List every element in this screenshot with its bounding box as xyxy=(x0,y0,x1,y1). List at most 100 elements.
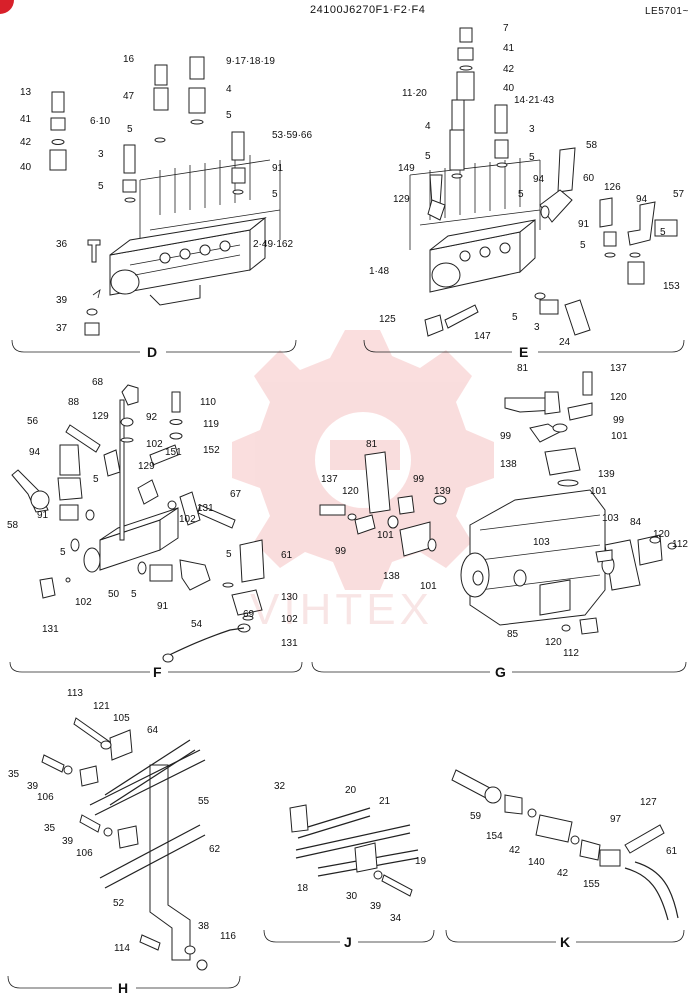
callout-e: 153 xyxy=(663,281,680,292)
callout-f: 54 xyxy=(191,619,203,630)
callout-d: 39 xyxy=(56,295,68,306)
callout-e: 4 xyxy=(425,121,431,132)
pump-assembly-g xyxy=(319,371,677,635)
serial-range-header: LE5701~ xyxy=(645,6,689,17)
callout-g: 120 xyxy=(610,392,627,403)
callout-f: 130 xyxy=(281,592,298,603)
callout-k: 155 xyxy=(583,879,600,890)
callout-h: 114 xyxy=(114,943,130,954)
callout-e: 5 xyxy=(660,227,666,238)
callout-h: 35 xyxy=(44,823,56,834)
callout-f: 56 xyxy=(27,416,39,427)
callout-e: 3 xyxy=(534,322,540,333)
callout-g: 101 xyxy=(420,581,437,592)
callout-h: 106 xyxy=(76,848,93,859)
callout-d: 36 xyxy=(56,239,68,250)
callout-e: 5 xyxy=(518,189,524,200)
callout-f: 88 xyxy=(68,397,80,408)
callout-f: 94 xyxy=(29,447,41,458)
callout-h: 113 xyxy=(67,688,83,699)
callout-e: 5 xyxy=(425,151,431,162)
callout-e: 58 xyxy=(586,140,598,151)
callout-d: 5 xyxy=(226,110,232,121)
callout-f: 68 xyxy=(92,377,104,388)
callout-f: 131 xyxy=(42,624,59,635)
callout-e: 57 xyxy=(673,189,685,200)
callout-k: 59 xyxy=(470,811,482,822)
part-number-header: 24100J6270F1·F2·F4 xyxy=(310,4,426,16)
callout-f: 5 xyxy=(93,474,99,485)
callout-d: 5 xyxy=(98,181,104,192)
valve-assembly-d xyxy=(49,56,281,336)
pipe-bracket-assembly-j xyxy=(289,804,419,897)
callout-e: 3 xyxy=(529,124,535,135)
callout-h: 38 xyxy=(198,921,210,932)
callout-e: 5 xyxy=(580,240,586,251)
callout-g: 137 xyxy=(610,363,627,374)
callout-d: 9·17·18·19 xyxy=(226,56,275,67)
callout-e: 94 xyxy=(636,194,648,205)
callout-d: 41 xyxy=(20,114,32,125)
callout-f: 92 xyxy=(146,412,158,423)
callout-e: 94 xyxy=(533,174,545,185)
callout-g: 103 xyxy=(602,513,619,524)
callout-g: 99 xyxy=(413,474,425,485)
callout-d: 2·49·162 xyxy=(253,239,294,250)
callout-j: 19 xyxy=(415,856,427,867)
valve-body-f xyxy=(11,384,265,663)
callout-e: 24 xyxy=(559,337,571,348)
callout-h: 106 xyxy=(37,792,54,803)
callout-e: 11·20 xyxy=(402,88,427,99)
callout-f: 69 xyxy=(243,609,255,620)
callout-d: 42 xyxy=(20,137,32,148)
section-label-g: G xyxy=(495,664,506,680)
section-label-e: E xyxy=(519,344,529,360)
callout-g: 120 xyxy=(545,637,562,648)
section-label-j: J xyxy=(344,934,352,950)
callout-g: 101 xyxy=(590,486,607,497)
callout-j: 30 xyxy=(346,891,358,902)
callout-f: 5 xyxy=(131,589,137,600)
callout-d: 37 xyxy=(56,323,68,334)
callout-d: 5 xyxy=(127,124,133,135)
callout-f: 129 xyxy=(92,411,109,422)
callout-d: 53·59·66 xyxy=(272,130,313,141)
callout-g: 101 xyxy=(377,530,394,541)
callout-g: 99 xyxy=(500,431,512,442)
callout-f: 129 xyxy=(138,461,155,472)
callout-h: 39 xyxy=(27,781,39,792)
callout-k: 140 xyxy=(528,857,545,868)
callout-j: 20 xyxy=(345,785,357,796)
callout-h: 39 xyxy=(62,836,74,847)
callout-k: 97 xyxy=(610,814,622,825)
section-label-k: K xyxy=(560,934,571,950)
callout-h: 116 xyxy=(220,931,236,942)
callout-g: 112 xyxy=(672,539,688,550)
callout-e: 40 xyxy=(503,83,515,94)
callout-e: 5 xyxy=(529,152,535,163)
callout-e: 126 xyxy=(604,182,621,193)
callout-g: 85 xyxy=(507,629,519,640)
callout-h: 105 xyxy=(113,713,130,724)
callout-d: 91 xyxy=(272,163,284,174)
callout-h: 62 xyxy=(209,844,221,855)
callout-f: 102 xyxy=(281,614,298,625)
callout-e: 147 xyxy=(474,331,491,342)
callout-f: 50 xyxy=(108,589,120,600)
section-label-f: F xyxy=(153,664,162,680)
callout-g: 137 xyxy=(321,474,338,485)
callout-k: 154 xyxy=(486,831,503,842)
callout-f: 58 xyxy=(7,520,19,531)
callout-d: 3 xyxy=(98,149,104,160)
callout-g: 139 xyxy=(434,486,451,497)
callout-g: 112 xyxy=(563,648,579,659)
callout-f: 91 xyxy=(37,510,49,521)
callout-h: 121 xyxy=(93,701,110,712)
section-label-d: D xyxy=(147,344,158,360)
callout-g: 139 xyxy=(598,469,615,480)
callout-g: 138 xyxy=(500,459,517,470)
callout-f: 91 xyxy=(157,601,169,612)
callout-f: 67 xyxy=(230,489,242,500)
